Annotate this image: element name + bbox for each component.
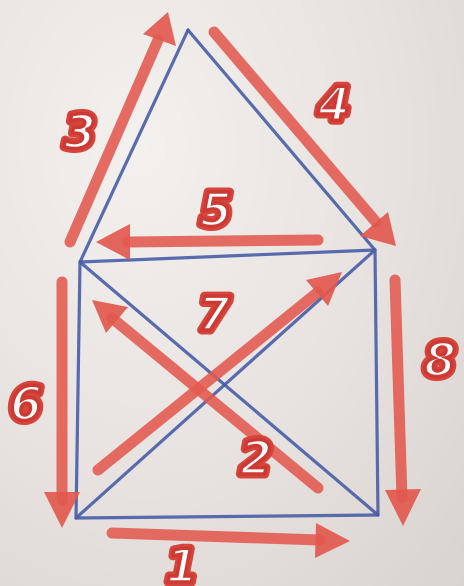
step-label-2: 2 [240, 431, 272, 485]
left-wall-edge [76, 262, 80, 518]
step-label-1: 1 [166, 539, 198, 586]
right-wall-edge [375, 250, 378, 515]
step-label-8: 8 [424, 333, 456, 387]
arrow-step-8 [385, 280, 421, 526]
arrow-step-4 [214, 32, 396, 246]
step-label-5: 5 [200, 183, 232, 237]
stroke-order-arrows [44, 12, 421, 558]
step-label-4: 4 [317, 77, 350, 131]
floor-edge [76, 515, 378, 518]
step-label-6: 6 [10, 377, 42, 431]
roof-left-edge [80, 30, 188, 262]
step-label-3: 3 [64, 105, 96, 159]
arrow-step-6 [44, 282, 80, 528]
step-label-7: 7 [198, 287, 230, 341]
arrow-step-1 [112, 523, 350, 558]
